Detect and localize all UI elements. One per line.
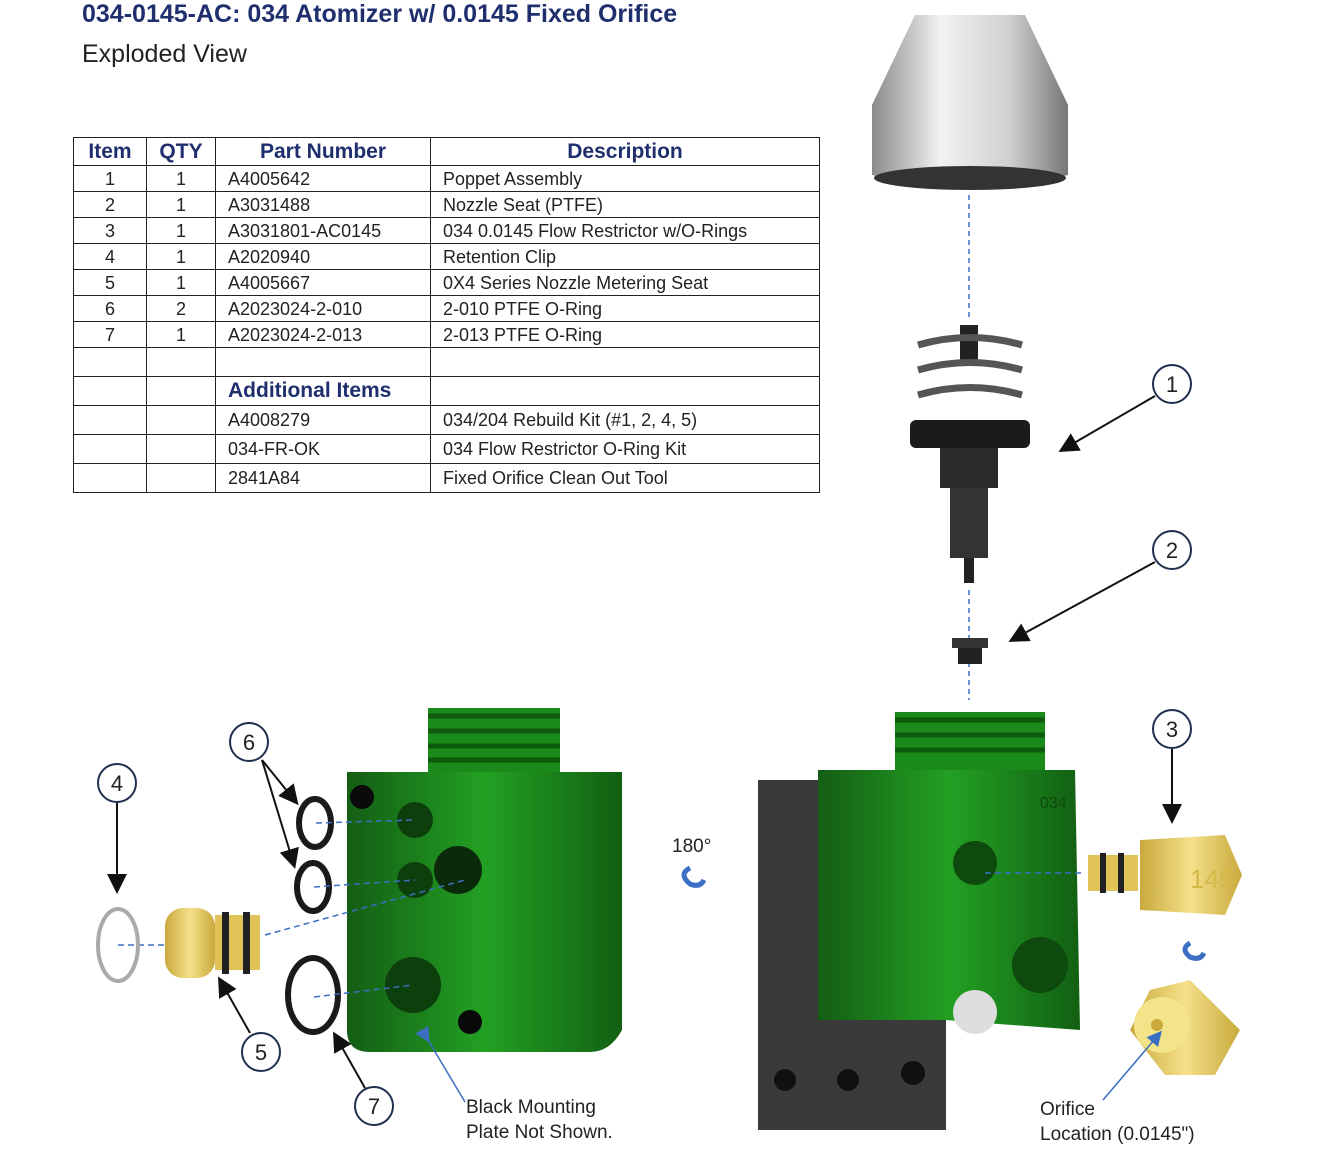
rotation-label: 180°: [672, 836, 711, 857]
svg-text:4: 4: [111, 771, 123, 796]
part-number-cell: A4005667: [215, 269, 431, 296]
item-cell: 3: [73, 217, 147, 244]
rotate-arrow-icon: [1182, 940, 1207, 961]
atomizer-cap-part: [872, 15, 1068, 190]
callout-4: 4: [97, 763, 137, 803]
svg-text:3: 3: [1166, 717, 1178, 742]
part-number-cell: A4008279: [215, 405, 431, 435]
body-marking: 034: [1040, 795, 1067, 812]
svg-text:1: 1: [1166, 372, 1178, 397]
description-cell: Fixed Orifice Clean Out Tool: [430, 463, 820, 493]
svg-text:5: 5: [255, 1040, 267, 1065]
restrictor-marking: 145: [1190, 864, 1233, 894]
part-number-cell: A3031488: [215, 191, 431, 218]
svg-text:7: 7: [368, 1094, 380, 1119]
o-rings: [285, 796, 341, 1035]
part-number-cell: A4005642: [215, 165, 431, 192]
retention-clip-part: [96, 907, 140, 983]
svg-text:6: 6: [243, 730, 255, 755]
part-number-cell: A2023024-2-010: [215, 295, 431, 322]
rotate-arrow-icon: [681, 865, 707, 888]
flow-restrictor-part: 145: [1088, 835, 1242, 915]
column-header-part-number: Part Number: [215, 137, 431, 166]
svg-text:2: 2: [1166, 538, 1178, 563]
description-cell: Poppet Assembly: [430, 165, 820, 192]
item-cell: 7: [73, 321, 147, 348]
blank-row: [73, 347, 820, 377]
mounting-note-leader: [415, 1025, 466, 1103]
qty-cell: 1: [146, 191, 216, 218]
poppet-assembly-part: [910, 325, 1030, 583]
atomizer-body-rotated: 034: [758, 712, 1080, 1130]
atomizer-body-front: [347, 708, 622, 1052]
page-title: 034-0145-AC: 034 Atomizer w/ 0.0145 Fixe…: [82, 0, 678, 28]
callout-arrows: [107, 395, 1182, 1089]
table-header-row: Item QTY Part Number Description: [73, 137, 820, 166]
qty-cell: 1: [146, 165, 216, 192]
nozzle-seat-part: [952, 638, 988, 664]
orifice-leader-line: [1102, 1030, 1162, 1101]
callout-2: 2: [1152, 530, 1192, 570]
callout-1: 1: [1152, 364, 1192, 404]
description-cell: Nozzle Seat (PTFE): [430, 191, 820, 218]
column-header-description: Description: [430, 137, 820, 166]
metering-seat-part: [165, 908, 260, 978]
qty-cell: 1: [146, 217, 216, 244]
additional-items-heading: Additional Items: [215, 376, 431, 406]
part-number-cell: 2841A84: [215, 463, 431, 493]
qty-cell: 1: [146, 243, 216, 270]
callout-3: 3: [1152, 709, 1192, 749]
column-header-item: Item: [73, 137, 147, 166]
callout-6: 6: [229, 722, 269, 762]
description-cell: 034 Flow Restrictor O-Ring Kit: [430, 434, 820, 464]
item-cell: 5: [73, 269, 147, 296]
flow-restrictor-end-view: [1130, 980, 1240, 1075]
qty-cell: 1: [146, 269, 216, 296]
page-subtitle: Exploded View: [82, 40, 247, 68]
description-cell: 034/204 Rebuild Kit (#1, 2, 4, 5): [430, 405, 820, 435]
description-cell: Retention Clip: [430, 243, 820, 270]
callout-7: 7: [354, 1086, 394, 1126]
callout-5: 5: [241, 1032, 281, 1072]
